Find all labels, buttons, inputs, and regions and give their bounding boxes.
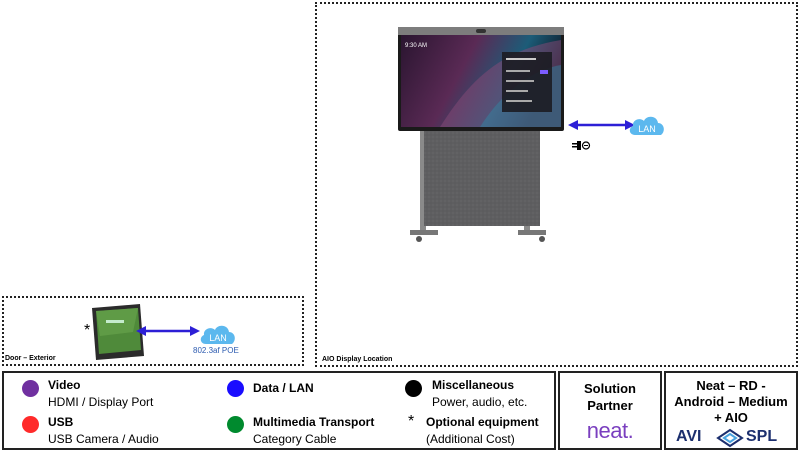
aio-display-zone	[315, 2, 798, 367]
legend-video-title: Video	[48, 378, 81, 392]
multimedia-color-dot	[227, 416, 244, 433]
legend-misc-title: Miscellaneous	[432, 378, 515, 392]
partner-heading-line1: Solution	[584, 381, 636, 396]
legend-optional-title: Optional equipment	[426, 415, 539, 429]
config-line3: + AIO	[714, 410, 748, 425]
panel-lan-cloud-icon	[200, 325, 235, 344]
solution-partner-box: Solution Partner neat.	[558, 371, 662, 450]
panel-lan-label: LAN	[209, 333, 227, 343]
data-lan-color-dot	[227, 380, 244, 397]
legend-data-title: Data / LAN	[253, 381, 314, 395]
door-exterior-zone	[2, 296, 304, 366]
legend-multimedia-sub: Category Cable	[253, 432, 337, 446]
door-zone-label: Door – Exterior	[5, 355, 56, 362]
legend-multimedia-title: Multimedia Transport	[253, 415, 375, 429]
config-line2: Android – Medium	[674, 394, 788, 409]
misc-color-dot	[405, 380, 422, 397]
aio-zone-label: AIO Display Location	[322, 356, 393, 363]
display-clock: 9:30 AM	[405, 43, 428, 49]
legend-usb-title: USB	[48, 415, 74, 429]
poe-label: 802.3af POE	[193, 346, 239, 355]
avispl-diamond-icon	[716, 428, 744, 448]
legend-usb-sub: USB Camera / Audio	[48, 432, 159, 446]
avispl-logo-left: AVI	[676, 428, 702, 445]
configuration-box: Neat – RD - Android – Medium + AIO AVI S…	[664, 371, 798, 450]
power-plug-icon	[572, 141, 591, 150]
config-line1: Neat – RD -	[696, 378, 766, 393]
video-color-dot	[22, 380, 39, 397]
scheduling-panel-device	[92, 304, 144, 360]
aio-lan-label: LAN	[638, 124, 656, 134]
legend-misc-sub: Power, audio, etc.	[432, 395, 528, 409]
legend-optional-marker: *	[408, 413, 415, 430]
optional-marker: *	[84, 322, 91, 339]
usb-color-dot	[22, 416, 39, 433]
legend-box: Video HDMI / Display Port USB USB Camera…	[2, 371, 556, 450]
partner-heading-line2: Partner	[587, 398, 633, 413]
avispl-logo-right: SPL	[746, 428, 778, 445]
legend-video-sub: HDMI / Display Port	[48, 395, 154, 409]
neat-logo: neat.	[586, 418, 634, 443]
aio-lan-cloud-icon	[629, 116, 664, 135]
legend-optional-sub: (Additional Cost)	[426, 432, 515, 446]
